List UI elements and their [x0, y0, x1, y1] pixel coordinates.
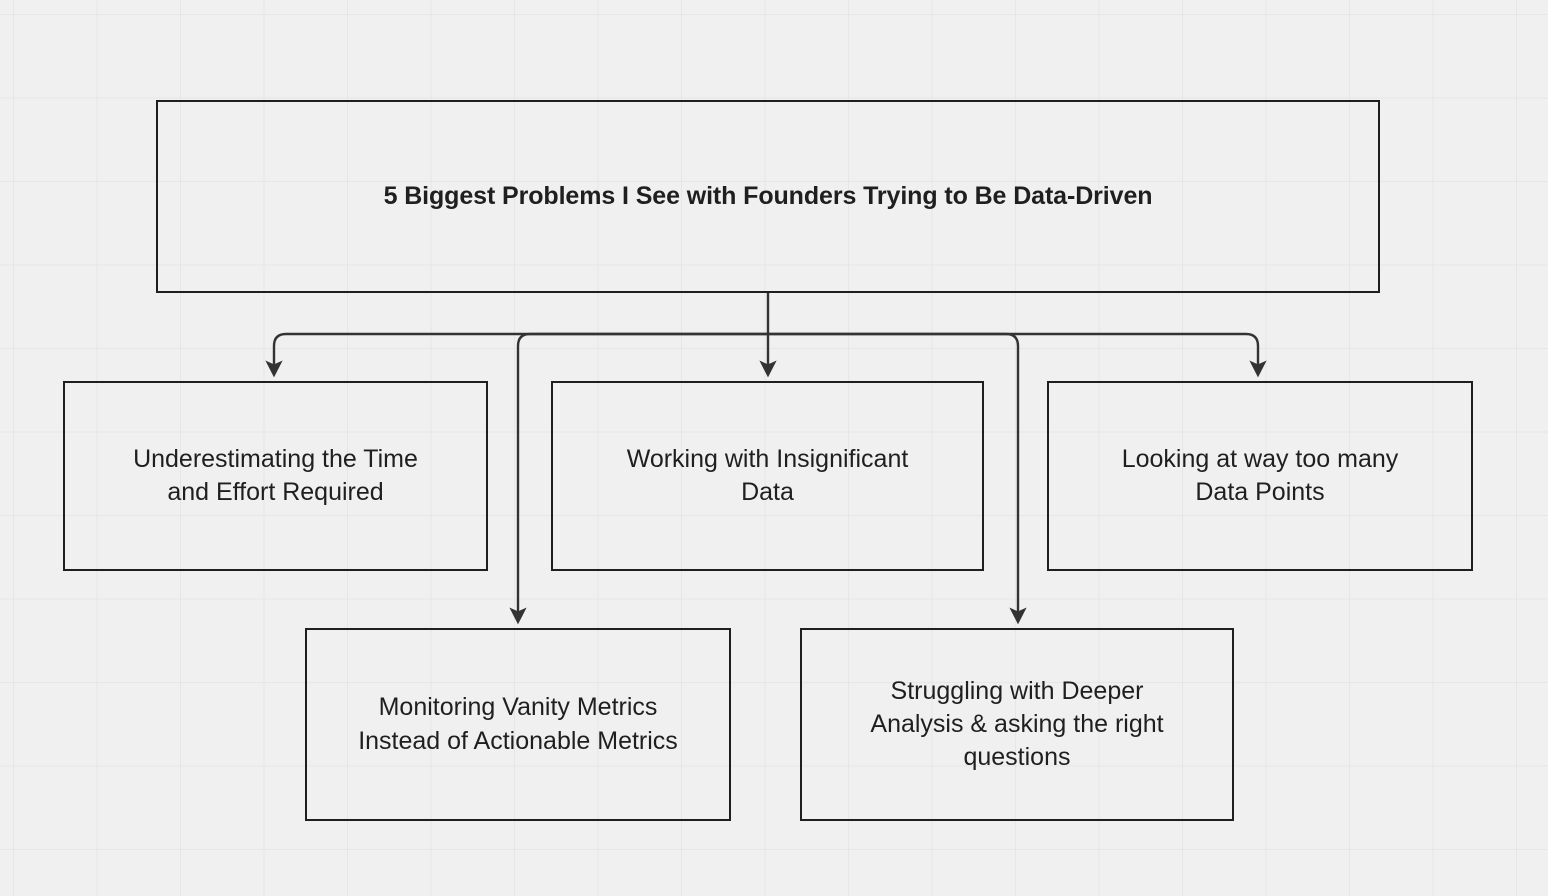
- node-vanity-metrics[interactable]: Monitoring Vanity Metrics Instead of Act…: [305, 628, 731, 821]
- node-root-label: 5 Biggest Problems I See with Founders T…: [383, 181, 1153, 210]
- node-deeper-analysis-label: Struggling with Deeper Analysis & asking…: [870, 676, 1164, 772]
- node-insignificant-data[interactable]: Working with Insignificant Data: [551, 381, 984, 571]
- node-underestimating-time[interactable]: Underestimating the Time and Effort Requ…: [63, 381, 488, 571]
- node-root-title[interactable]: 5 Biggest Problems I See with Founders T…: [156, 100, 1380, 293]
- edge-root-to-points: [768, 332, 1267, 378]
- node-underestimating-time-label: Underestimating the Time and Effort Requ…: [133, 444, 418, 506]
- node-deeper-analysis[interactable]: Struggling with Deeper Analysis & asking…: [800, 628, 1234, 821]
- node-vanity-metrics-label: Monitoring Vanity Metrics Instead of Act…: [358, 693, 678, 755]
- node-insignificant-data-label: Working with Insignificant Data: [626, 444, 909, 506]
- node-too-many-data-points[interactable]: Looking at way too many Data Points: [1047, 381, 1473, 571]
- node-too-many-data-points-label: Looking at way too many Data Points: [1121, 444, 1399, 506]
- edge-root-to-time: [265, 332, 768, 378]
